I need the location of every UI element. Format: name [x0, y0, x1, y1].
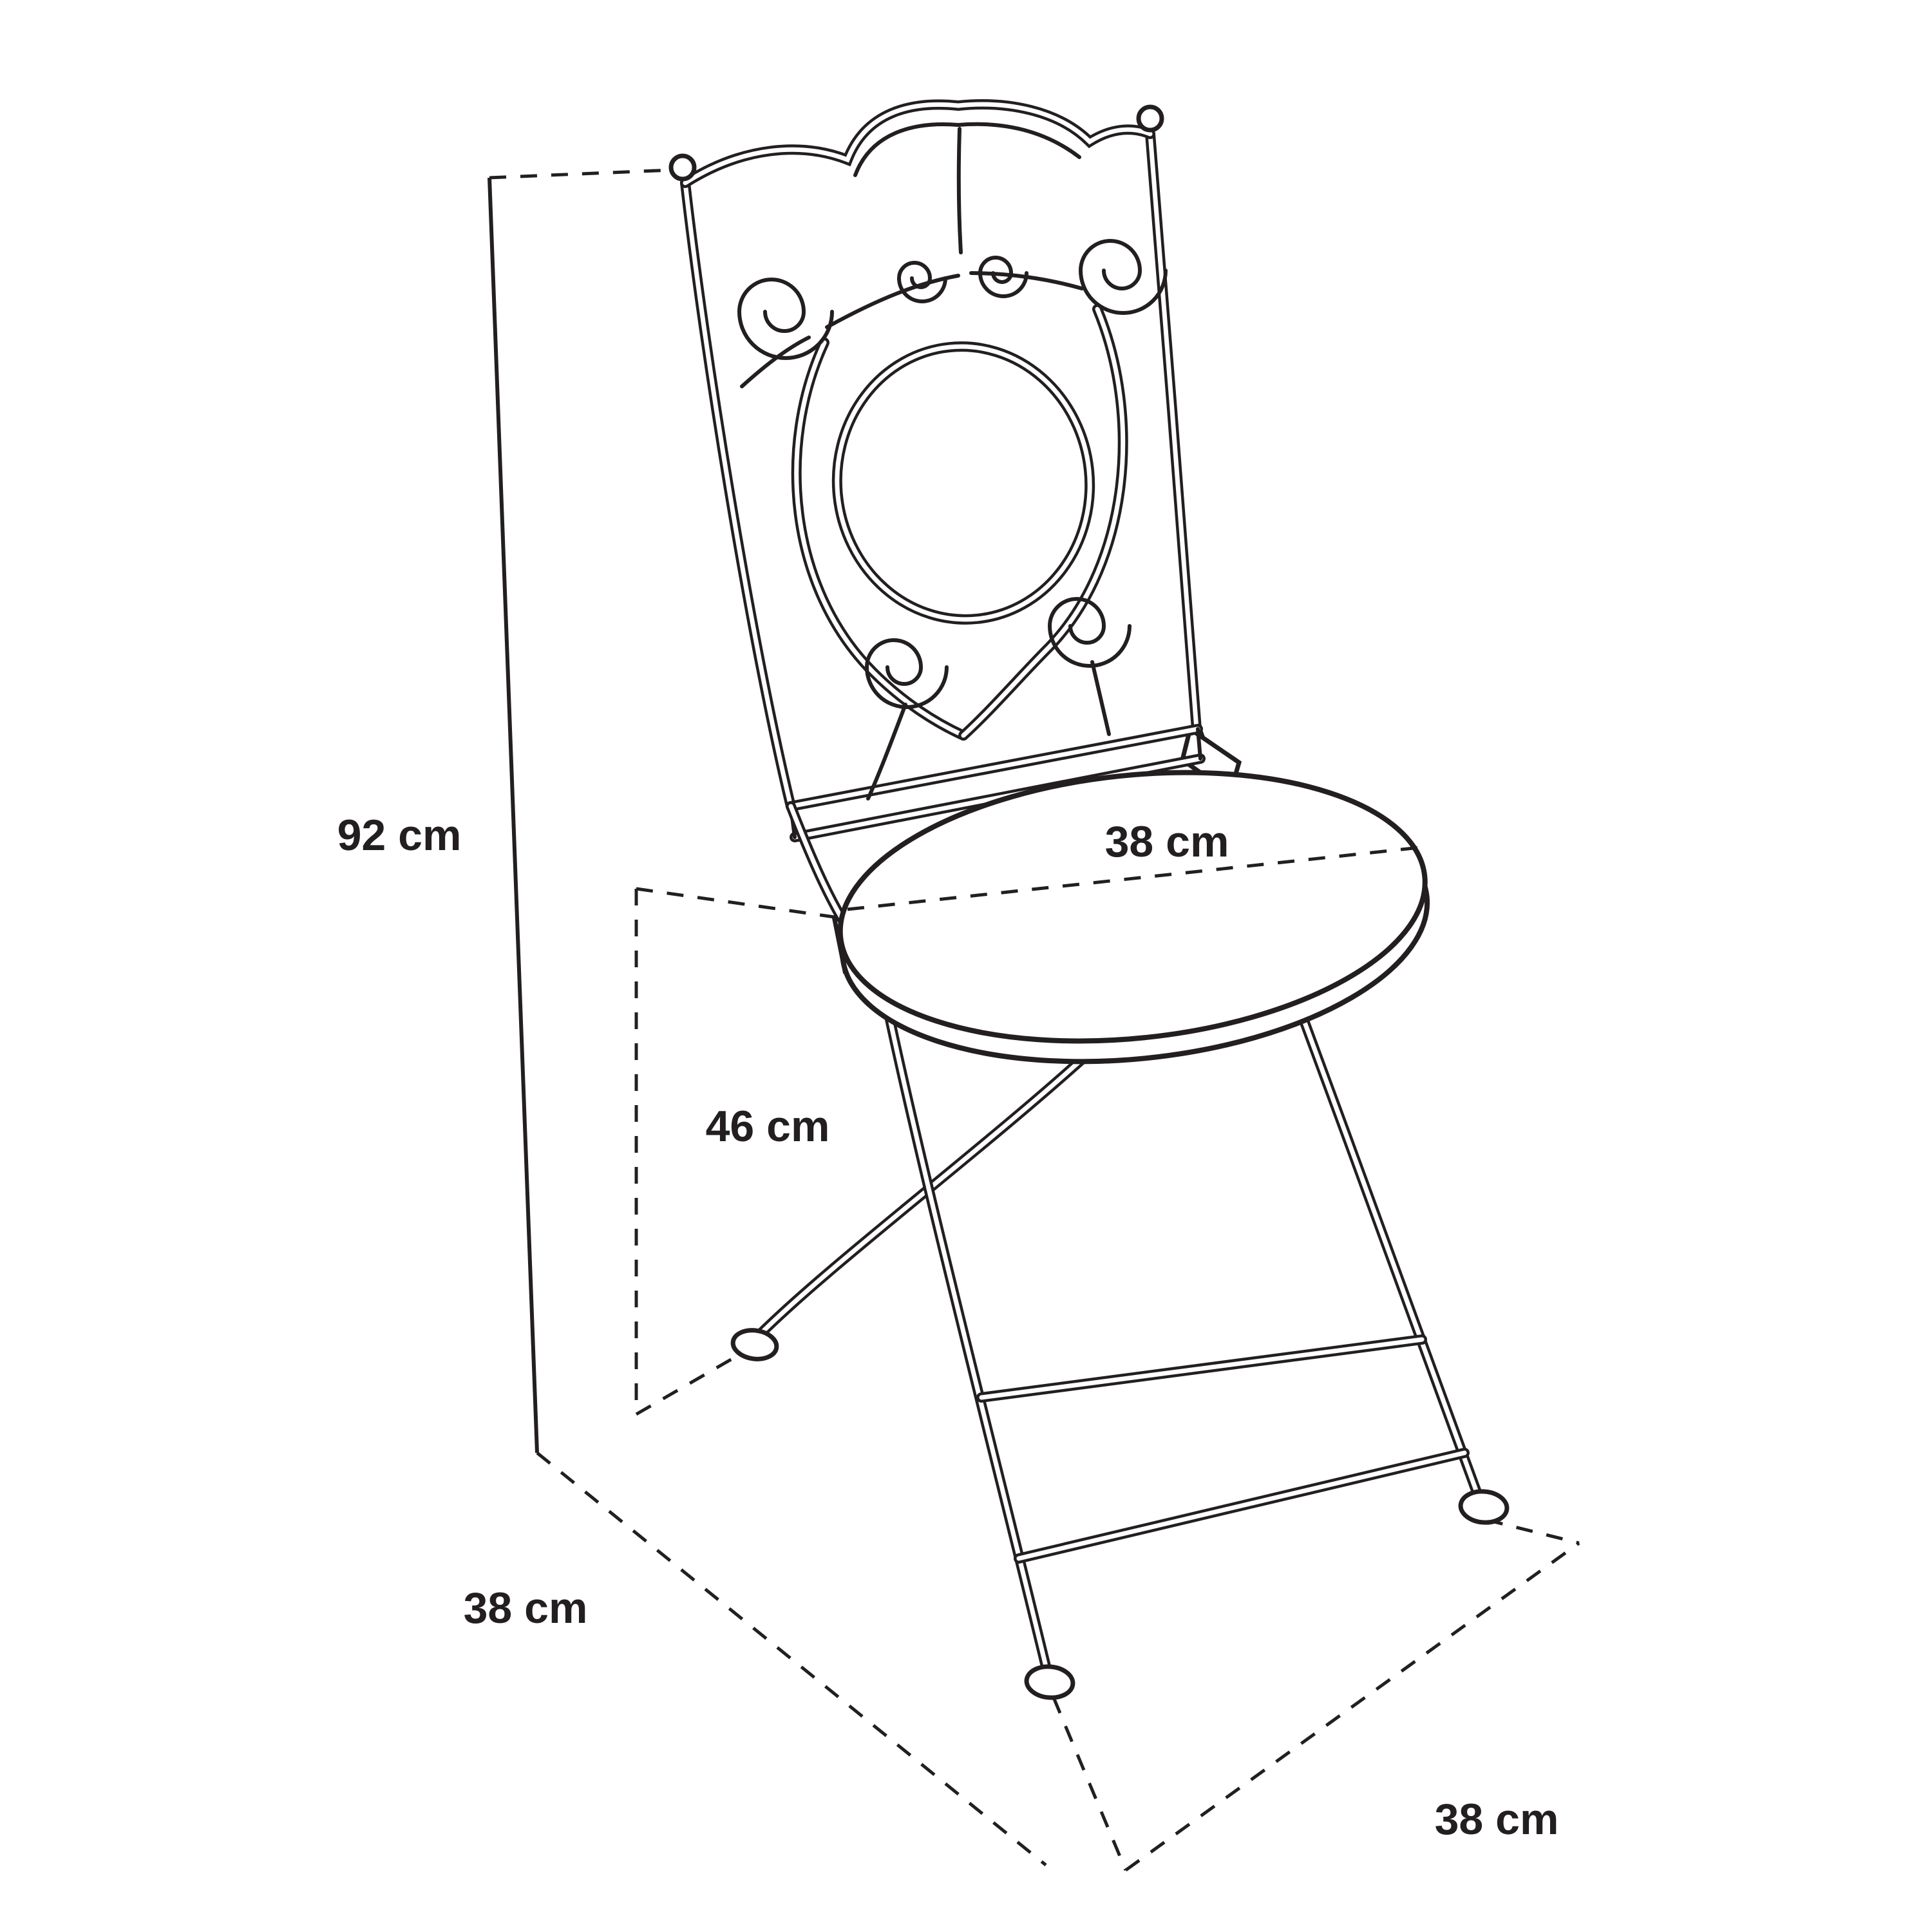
foot-cap-rear-left [730, 1328, 779, 1361]
seat-diameter-label: 38 cm [1105, 817, 1229, 866]
foot-cap-front-right [1458, 1489, 1510, 1525]
post-finial-left [668, 153, 697, 182]
seat [837, 770, 1430, 1065]
back-post-left [685, 183, 791, 806]
width-projection-right [1486, 1518, 1580, 1545]
width-projection-left [1052, 1697, 1128, 1871]
width-label: 38 cm [1435, 1795, 1559, 1844]
backrest-scrollwork [737, 122, 1168, 800]
spiral-top-center-right [978, 256, 1028, 298]
scroll-connector-post-left [740, 336, 811, 388]
spiral-upper-right [1078, 239, 1168, 315]
scroll-connector-lower-right [1090, 660, 1111, 736]
width-dimension-line [1124, 1541, 1580, 1872]
teardrop-sweep-left [797, 343, 963, 735]
depth-dimension-line [536, 1452, 1047, 1866]
seat-diameter-dimension-line [847, 846, 1420, 911]
leg-stretcher-lower [1019, 1453, 1464, 1558]
front-left-leg [878, 963, 1048, 1677]
leg-stretcher-upper [981, 1340, 1422, 1397]
foot-cap-front-left [1024, 1664, 1075, 1700]
height-dimension-line [488, 177, 539, 1454]
backrest-frame [668, 104, 1200, 940]
dimension-guides [488, 168, 1580, 1872]
spiral-lower-left [864, 638, 949, 709]
scroll-connector-right [969, 271, 1084, 290]
dimension-labels: 92 cm 46 cm 38 cm 38 cm 38 cm [337, 811, 1559, 1844]
depth-label: 38 cm [464, 1584, 588, 1633]
seat-height-projection-top [636, 887, 853, 922]
scroll-connector-left [825, 274, 960, 329]
chair-drawing [668, 104, 1510, 1700]
arch-stem [956, 127, 963, 254]
post-finial-right [1136, 104, 1164, 133]
center-oval-ornament [831, 341, 1095, 625]
back-post-right [1150, 134, 1197, 729]
scroll-connector-lower-left [866, 703, 907, 800]
inner-arch-line [853, 122, 1081, 177]
rear-left-leg [755, 1054, 1088, 1340]
spiral-upper-left [737, 278, 834, 360]
spiral-lower-right [1047, 597, 1132, 668]
seat-height-label: 46 cm [706, 1102, 830, 1151]
seat-height-projection-bottom [635, 1345, 753, 1416]
height-label: 92 cm [337, 811, 462, 860]
spiral-top-center-left [896, 261, 947, 303]
seat-top [837, 770, 1428, 1044]
height-projection-line-top [489, 168, 672, 180]
backrest-top-rail [685, 104, 1150, 183]
